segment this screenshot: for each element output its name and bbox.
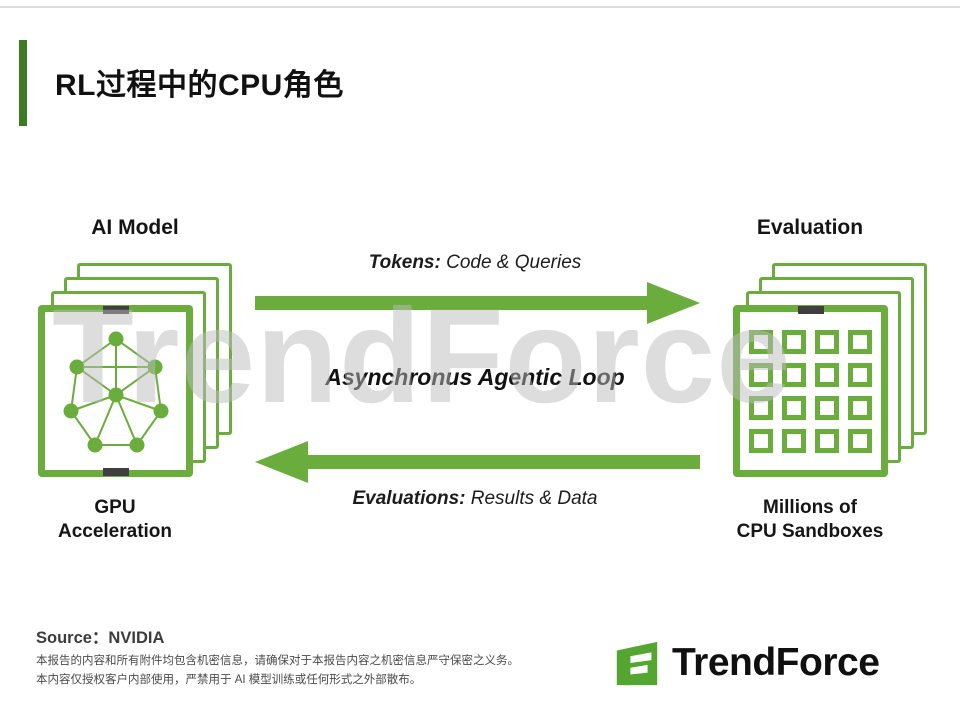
tokens-label-bold: Tokens: (368, 252, 441, 273)
cpu-cell (848, 395, 872, 420)
cpu-card-stack (733, 263, 960, 483)
ai-model-heading: AI Model (91, 216, 179, 239)
cpu-cell (782, 395, 806, 420)
gpu-caption-line2: Acceleration (57, 521, 173, 542)
right-arrow-icon (255, 282, 700, 324)
cpu-cell (815, 362, 839, 387)
gpu-chip (38, 305, 193, 477)
trendforce-logo-text: TrendForce (672, 641, 880, 684)
cpu-caption: Millions of CPU Sandboxes (710, 496, 910, 544)
agentic-loop-label: Asynchronus Agentic Loop (325, 364, 625, 390)
tokens-arrow-label: Tokens: Code & Queries (275, 252, 675, 274)
cpu-cell (815, 395, 839, 420)
left-arrow-icon (255, 441, 700, 483)
disclaimer-line2: 本内容仅授权客户内部使用，严禁用于 AI 模型训练或任何形式之外部散布。 (36, 674, 422, 686)
cpu-cell (782, 329, 806, 354)
top-divider (0, 6, 960, 8)
page-title: RL过程中的CPU角色 (55, 69, 344, 102)
gpu-caption: GPU Acceleration (15, 496, 215, 544)
cpu-cell (848, 362, 872, 387)
cpu-cell (749, 428, 773, 453)
cpu-chip (733, 305, 888, 477)
trendforce-logo: TrendForce (612, 638, 880, 688)
chip-notch (102, 468, 129, 476)
cpu-cell (782, 428, 806, 453)
cpu-cell (815, 329, 839, 354)
cpu-grid-icon (749, 329, 872, 453)
cpu-cell (749, 329, 773, 354)
source-label: Source：NVIDIA (36, 629, 165, 647)
chip-notch (797, 306, 824, 314)
tokens-arrow-right (255, 281, 700, 325)
cpu-cell (848, 428, 872, 453)
gpu-caption-line1: GPU (94, 497, 136, 518)
rl-process-diagram: AI Model Evaluation (0, 190, 960, 570)
evaluations-label-bold: Evaluations: (352, 488, 466, 509)
evaluation-heading: Evaluation (756, 216, 864, 239)
cpu-caption-line2: CPU Sandboxes (736, 521, 884, 542)
cpu-cell (749, 395, 773, 420)
cpu-cell (782, 362, 806, 387)
gpu-card-stack (38, 263, 278, 483)
title-accent-bar (19, 40, 27, 126)
cpu-caption-line1: Millions of (763, 497, 857, 518)
neural-network-icon (63, 331, 168, 453)
trendforce-logo-icon (616, 641, 658, 686)
evaluations-label-rest: Results & Data (465, 488, 598, 509)
disclaimer-line1: 本报告的内容和所有附件均包含机密信息，请确保对于本报告内容之机密信息严守保密之义… (36, 655, 519, 667)
cpu-cell (749, 362, 773, 387)
evaluations-arrow-left (255, 440, 700, 484)
cpu-cell (815, 428, 839, 453)
chip-notch (102, 306, 129, 314)
cpu-cell (848, 329, 872, 354)
tokens-label-rest: Code & Queries (440, 252, 582, 273)
evaluations-arrow-label: Evaluations: Results & Data (275, 488, 675, 510)
